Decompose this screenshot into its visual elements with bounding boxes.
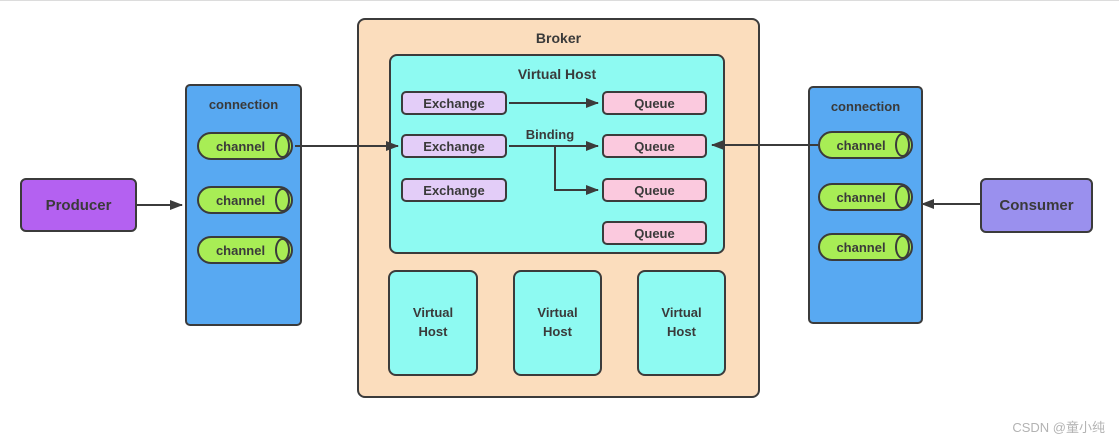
producer-label: Producer [45,196,112,214]
cylinder-cap [895,185,910,209]
cylinder-cap [275,238,290,262]
virtual-host-title: Virtual Host [517,66,597,82]
channel-label: channel [215,192,266,208]
queue-box: Queue [602,134,707,158]
consumer-connection-box: connection channel channel channel [808,86,923,324]
channel-label: channel [836,137,886,153]
virtual-host-small-box: Virtual Host [388,270,478,376]
cylinder-cap [275,134,290,158]
channel-cylinder: channel [818,131,913,159]
virtual-host-small-box: Virtual Host [637,270,726,376]
channel-label: channel [836,189,886,205]
channel-cylinder: channel [197,132,293,160]
cylinder-cap [895,133,910,157]
producer-box: Producer [20,178,137,232]
virtual-host-small-label: Virtual Host [412,305,454,339]
queue-box: Queue [602,91,707,115]
virtual-host-small-label: Virtual Host [661,305,702,339]
channel-label: channel [836,239,886,255]
broker-box: Broker Virtual Host Exchange Exchange Ex… [357,18,760,398]
binding-label: Binding [525,127,575,142]
channel-cylinder: channel [197,186,293,214]
exchange-box: Exchange [401,91,507,115]
virtual-host-main-box: Virtual Host Exchange Exchange Exchange … [389,54,725,254]
queue-box: Queue [602,178,707,202]
watermark-text: CSDN @童小纯 [1012,420,1105,435]
exchange-box: Exchange [401,134,507,158]
producer-connection-box: connection channel channel channel [185,84,302,326]
cylinder-cap [895,235,910,259]
connection-title: connection [830,99,901,114]
channel-cylinder: channel [818,183,913,211]
consumer-label: Consumer [999,197,1074,214]
broker-title: Broker [535,30,582,46]
channel-label: channel [215,138,266,154]
channel-label: channel [215,242,266,258]
virtual-host-small-box: Virtual Host [513,270,602,376]
connection-title: connection [208,97,279,112]
channel-cylinder: channel [197,236,293,264]
cylinder-cap [275,188,290,212]
exchange-box: Exchange [401,178,507,202]
channel-cylinder: channel [818,233,913,261]
queue-box: Queue [602,221,707,245]
consumer-box: Consumer [980,178,1093,233]
virtual-host-small-label: Virtual Host [537,305,578,339]
